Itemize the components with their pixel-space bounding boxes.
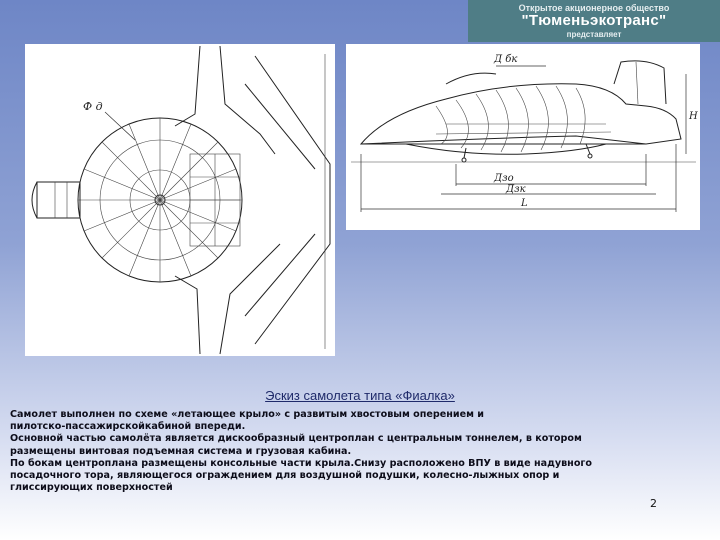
description-line: глиссирующих поверхностей (10, 482, 173, 494)
description-text: Самолет выполнен по схеме «летающее крыл… (10, 409, 700, 494)
sketch-caption: Эскиз самолета типа «Фиалка» (265, 388, 455, 403)
description-line: По бокам центроплана размещены консольны… (10, 457, 593, 469)
dbk-label: Д бк (493, 54, 517, 65)
length-label: L (520, 198, 528, 209)
banner-company-name: "Тюменьэкотранс" (521, 12, 667, 29)
description-line: Самолет выполнен по схеме «летающее крыл… (10, 409, 485, 420)
page-number: 2 (650, 497, 657, 510)
height-label: Н (688, 111, 698, 122)
banner-presents: представляет (566, 30, 622, 39)
top-view-drawing: Ф д (25, 44, 335, 356)
dzo-label: Дзо (493, 173, 514, 184)
side-view-sketch: Д бк Н Дзо Дзк L (351, 54, 698, 212)
diameter-label: Ф д (83, 100, 103, 113)
description-line: размещены винтовая подъемная система и г… (10, 445, 352, 457)
top-view-sketch: Ф д (31, 45, 331, 355)
company-banner: Открытое акционерное общество "Тюменьэко… (468, 0, 720, 42)
dzk-label: Дзк (505, 184, 526, 195)
side-view-drawing: Д бк Н Дзо Дзк L (346, 44, 700, 230)
description-line: Основной частью самолёта является дискоо… (10, 433, 582, 445)
banner-company-type: Открытое акционерное общество (518, 3, 670, 13)
description-line: посадочного тора, являющегося ограждение… (10, 470, 560, 482)
description-line: пилотско-пассажирскойкабиной впереди. (10, 421, 246, 433)
